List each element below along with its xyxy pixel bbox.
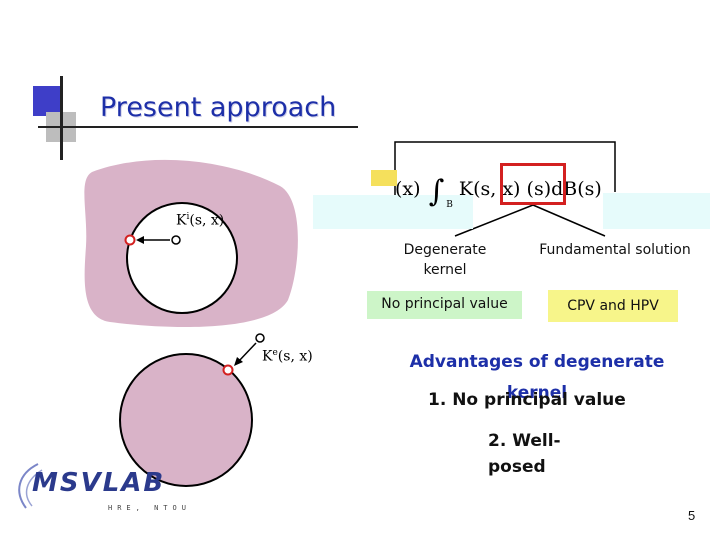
exterior-circle bbox=[119, 353, 253, 487]
header-decoration-blue bbox=[33, 86, 63, 116]
boundary-integral-equation: (x) ∫B K(s, x) (s)dB(s) bbox=[395, 168, 602, 210]
equation-lhs: (x) bbox=[395, 178, 421, 200]
exterior-arrow bbox=[237, 342, 257, 363]
exterior-source-point bbox=[222, 364, 234, 376]
interior-field-point bbox=[171, 235, 181, 245]
advantages-heading: Advantages of degenerate kernel bbox=[409, 352, 665, 403]
header-horizontal-line bbox=[38, 126, 358, 128]
exterior-arrow-head bbox=[234, 357, 243, 366]
cyan-highlight-right bbox=[603, 193, 710, 229]
equation-kernel: K(s, x) bbox=[458, 178, 521, 200]
advantage-item-1: 1. No principal value bbox=[428, 390, 626, 410]
tree-branch-left bbox=[454, 204, 534, 237]
exterior-kernel-label: Ke(s, x) bbox=[262, 348, 313, 365]
header-vertical-line bbox=[60, 76, 63, 160]
integral-symbol-icon: ∫ bbox=[428, 174, 445, 209]
tree-bracket bbox=[394, 141, 616, 196]
no-principal-value-box bbox=[367, 291, 522, 319]
fundamental-solution-label: Fundamental solution bbox=[539, 242, 691, 258]
logo-swirl-icon bbox=[18, 463, 43, 509]
no-principal-value-label: No principal value bbox=[381, 296, 508, 312]
tree-branch-right bbox=[532, 204, 606, 237]
yellow-highlight-tab bbox=[371, 170, 397, 186]
cpv-hpv-label: CPV and HPV bbox=[567, 298, 659, 314]
interior-kernel-label: Ki(s, x) bbox=[176, 212, 225, 229]
page-number: 5 bbox=[688, 508, 696, 523]
interior-circle bbox=[126, 202, 238, 314]
cpv-hpv-box bbox=[548, 290, 678, 322]
advantage-item-2: 2. Well-posed bbox=[488, 431, 561, 477]
equation-subscript: B bbox=[446, 200, 453, 210]
exterior-field-point bbox=[255, 333, 265, 343]
cyan-highlight-left bbox=[313, 195, 473, 229]
degenerate-kernel-label: Degenerate kernel bbox=[403, 242, 487, 278]
slide-title: Present approach bbox=[100, 92, 337, 123]
interior-arrow-head bbox=[136, 236, 144, 244]
logo-subtitle: HRE, NTOU bbox=[108, 504, 191, 512]
interior-source-point bbox=[124, 234, 136, 246]
logo-name: MSVLAB bbox=[32, 468, 166, 498]
kernel-highlight-box bbox=[500, 163, 566, 205]
